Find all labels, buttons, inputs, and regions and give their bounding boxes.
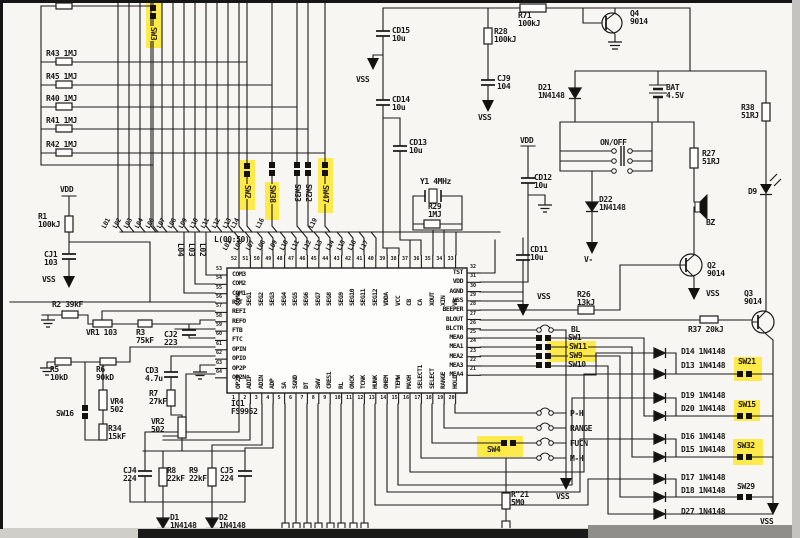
switch-contacts bbox=[82, 5, 752, 500]
ground-symbols bbox=[40, 41, 622, 380]
crystal-symbol bbox=[424, 188, 442, 204]
speaker-symbol bbox=[694, 193, 708, 221]
resistor-bodies bbox=[54, 2, 771, 510]
transistor-symbols bbox=[601, 8, 775, 334]
toggle-switches bbox=[536, 146, 633, 461]
ic-pin-stubs bbox=[215, 255, 481, 404]
vss-arrows bbox=[63, 58, 779, 515]
diode-symbols bbox=[155, 87, 667, 530]
wires bbox=[9, 0, 774, 535]
battery-symbol bbox=[649, 84, 667, 99]
capacitor-plates bbox=[62, 30, 535, 477]
led-symbol bbox=[760, 173, 782, 196]
ic-body bbox=[226, 267, 468, 394]
